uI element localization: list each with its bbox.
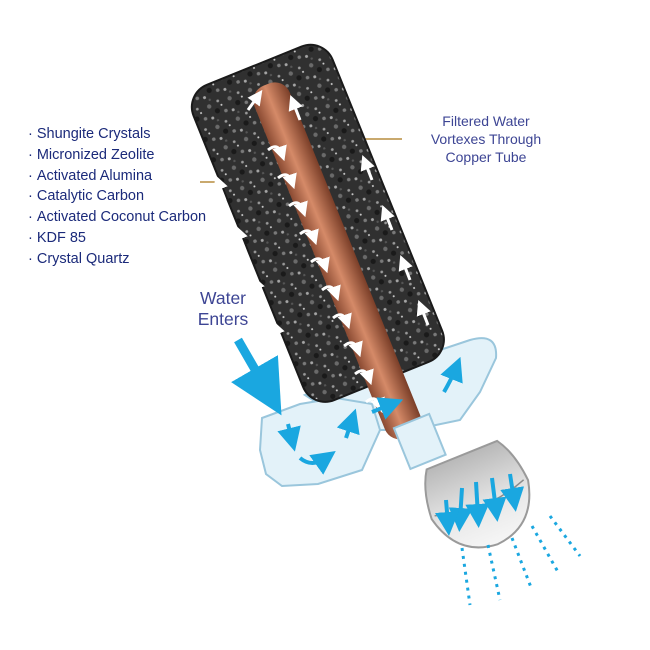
flow-arrow-icon [336,408,360,439]
outlet-neck [392,412,447,471]
flow-arrow-icon [440,356,463,393]
swirl-arrow-icon [343,340,363,358]
flow-arrow-icon [448,487,473,532]
up-arrow-icon [213,175,228,201]
flow-arrow-icon [371,397,404,420]
swirl-arrow-icon [332,312,352,330]
flow-arrow-icon [277,423,301,452]
flow-arrow-icon [435,499,459,536]
up-arrow-icon [398,255,413,281]
swirl-arrow-icon [277,172,297,190]
spray-drop-icon [530,525,560,573]
media-item: ·Catalytic Carbon [28,188,145,205]
spray [460,515,582,606]
flow-arrow-icon [482,477,507,522]
swirl-arrow-icon [354,368,374,386]
media-item: ·Micronized Zeolite [28,146,155,163]
media-item: ·KDF 85 [28,229,87,246]
filter-media-list: ·Shungite Crystals ·Micronized Zeolite ·… [28,124,206,270]
swirl-arrow-icon [267,144,287,162]
swirl-arrow-icon [310,256,330,274]
spray-drop-icon [486,544,502,601]
swirl-arrow-icon [299,228,319,246]
copper-tube [253,82,422,440]
flow-arrow-icon [500,473,525,512]
inlet-elbow [258,396,382,488]
water-flow-arrows [231,337,525,536]
flow-arrow-icon [231,337,282,416]
spray-drop-icon [510,537,534,591]
up-arrow-icon [246,89,263,111]
media-item: ·Activated Alumina [28,167,153,184]
media-item: ·Shungite Crystals [28,126,151,142]
swirl-arrow-icon [321,284,341,302]
spray-drop-icon [460,547,472,606]
up-arrow-icon [233,225,248,251]
swirl-arrow-icon [288,200,308,218]
water-enters-callout: Water Enters [197,288,249,329]
copper-tube-callout: Filtered Water Vortexes Through Copper T… [430,113,542,165]
media-flow-arrows [213,89,431,346]
up-arrow-icon [270,320,285,346]
spray-drop-icon [548,515,582,557]
flow-arrow-icon [465,481,490,528]
media-item: ·Activated Coconut Carbon [28,209,207,226]
up-arrow-icon [360,155,375,181]
flow-arrow-icon [298,451,336,475]
up-arrow-icon [288,95,303,121]
up-arrow-icon [416,300,431,326]
up-arrow-icon [380,205,395,231]
media-item: ·Crystal Quartz [28,250,130,267]
up-arrow-icon [250,275,265,301]
